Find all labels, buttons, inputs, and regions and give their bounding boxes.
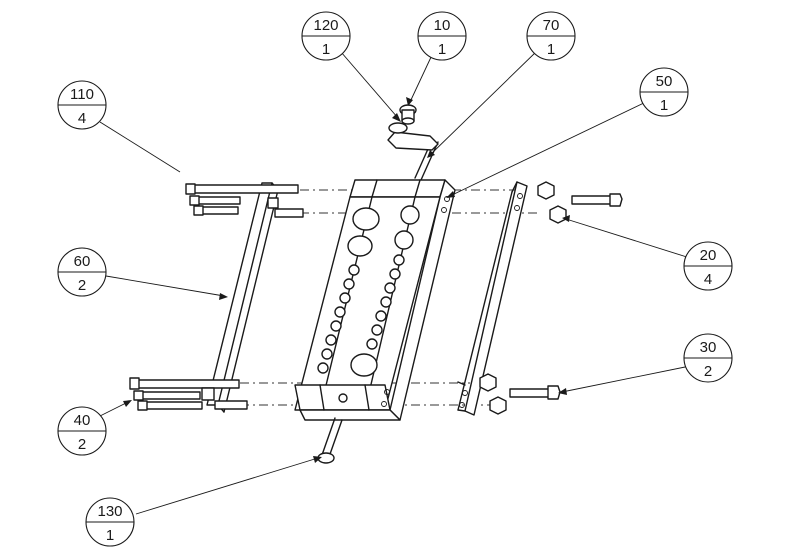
balloon-item-40: 402 (57, 406, 107, 456)
balloon-item-10: 101 (417, 11, 467, 61)
balloon-quantity: 1 (660, 97, 668, 114)
lower-bolts (129, 377, 248, 411)
balloon-item-number: 40 (74, 412, 91, 429)
balloon-item-number: 120 (313, 17, 338, 34)
balloon-item-number: 30 (700, 339, 717, 356)
balloon-quantity: 4 (78, 110, 86, 127)
balloon-item-number: 60 (74, 253, 91, 270)
nuts (479, 181, 567, 415)
right-plate (457, 181, 528, 416)
balloon-item-number: 110 (70, 86, 94, 103)
left-plate (206, 182, 279, 413)
balloon-quantity: 4 (704, 271, 712, 288)
balloon-quantity: 1 (547, 41, 555, 58)
short-bolts (509, 193, 623, 400)
bottom-pin (317, 417, 343, 464)
balloon-item-number: 130 (97, 503, 122, 520)
balloon-quantity: 2 (704, 363, 712, 380)
upper-bolts (185, 183, 304, 218)
leader-lines (99, 49, 691, 515)
balloon-item-number: 10 (434, 17, 451, 34)
balloon-item-60: 602 (57, 247, 107, 297)
balloon-item-50: 501 (639, 67, 689, 117)
block-holes-right (350, 205, 420, 377)
top-pin (387, 104, 439, 181)
balloon-item-30: 302 (683, 333, 733, 383)
balloon-item-20: 204 (683, 241, 733, 291)
balloon-item-number: 70 (543, 17, 560, 34)
balloon-item-number: 50 (656, 73, 673, 90)
balloon-quantity: 1 (438, 41, 446, 58)
balloon-quantity: 2 (78, 277, 86, 294)
balloon-quantity: 2 (78, 436, 86, 453)
balloon-item-number: 20 (700, 247, 717, 264)
block-holes-left (317, 207, 380, 374)
balloon-item-70: 701 (526, 11, 576, 61)
balloon-quantity: 1 (322, 41, 330, 58)
balloon-quantity: 1 (106, 527, 114, 544)
